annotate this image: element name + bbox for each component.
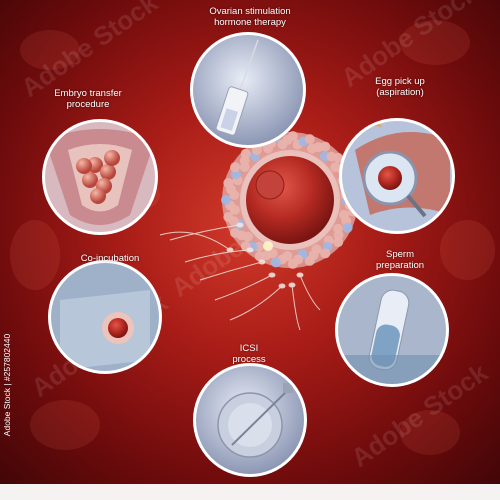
label-co-incubation: Co-incubation bbox=[70, 253, 150, 264]
label-line: Egg pick up bbox=[375, 76, 425, 87]
bg-cell bbox=[440, 220, 495, 280]
label-line: hormone therapy bbox=[214, 17, 286, 28]
corona-cell bbox=[320, 141, 331, 152]
corona-cell bbox=[287, 258, 298, 269]
central-egg bbox=[221, 131, 358, 269]
uterus-icon bbox=[45, 129, 155, 225]
corona-cell bbox=[230, 227, 241, 238]
sperm-head bbox=[296, 272, 304, 278]
sperm-tail bbox=[229, 285, 283, 321]
label-line: ICSI bbox=[239, 343, 259, 354]
corona-cell bbox=[304, 255, 315, 266]
label-embryo-transfer: Embryo transfer procedure bbox=[33, 88, 143, 110]
sperm-tail bbox=[291, 284, 301, 331]
test-tube-icon bbox=[345, 289, 440, 384]
sperm-tail bbox=[214, 274, 273, 301]
label-egg-pickup: Egg pick up (aspiration) bbox=[355, 76, 445, 98]
icsi-needle-icon bbox=[217, 383, 293, 458]
sperm-tail bbox=[184, 249, 251, 263]
corona-cell bbox=[230, 162, 241, 173]
label-sperm-preparation: Sperm preparation bbox=[360, 249, 440, 271]
sperm-head bbox=[236, 222, 244, 228]
embryo-cell bbox=[76, 158, 92, 174]
label-line: Co-incubation bbox=[80, 253, 140, 264]
sperm-tail bbox=[199, 261, 263, 281]
sperm-tail bbox=[159, 231, 231, 251]
bg-cell bbox=[30, 400, 100, 450]
label-ovarian-stimulation: Ovarian stimulation hormone therapy bbox=[190, 6, 310, 28]
sperm-head bbox=[268, 272, 276, 278]
label-line: (aspiration) bbox=[376, 87, 424, 98]
bottom-bar bbox=[0, 484, 500, 500]
bg-cell bbox=[10, 220, 60, 290]
sperm-group bbox=[159, 222, 321, 331]
corona-cell bbox=[223, 212, 234, 223]
corona-cell bbox=[287, 131, 298, 142]
corona-cell bbox=[342, 222, 353, 233]
corona-cell bbox=[240, 148, 251, 159]
label-line: Embryo transfer bbox=[54, 88, 122, 99]
embryo-cell bbox=[82, 172, 98, 188]
sperm-head bbox=[226, 247, 234, 253]
sperm-tail bbox=[299, 274, 321, 311]
stock-id-text: Adobe Stock | #257802440 bbox=[2, 333, 12, 437]
corona-cell bbox=[270, 257, 281, 268]
label-line: Sperm bbox=[386, 249, 414, 260]
corona-cell bbox=[304, 134, 315, 145]
egg-nucleus bbox=[255, 170, 285, 200]
bg-cell bbox=[20, 30, 80, 70]
label-line: procedure bbox=[66, 99, 110, 110]
sperm-head bbox=[278, 283, 286, 289]
embryo-cell bbox=[104, 150, 120, 166]
sperm-tail bbox=[169, 224, 241, 241]
corona-cell bbox=[320, 248, 331, 259]
step-circle-co-incubation bbox=[48, 260, 162, 374]
corona-cell bbox=[333, 152, 344, 163]
sperm-head bbox=[258, 259, 266, 265]
step-circle-embryo-transfer bbox=[42, 119, 158, 235]
syringe-icon bbox=[215, 39, 259, 136]
fertilization-spark bbox=[263, 241, 273, 251]
corona-cell bbox=[221, 195, 231, 205]
step-circle-icsi bbox=[193, 363, 307, 477]
step-circle-egg-pickup bbox=[339, 118, 455, 234]
stock-id-vertical: Adobe Stock | #257802440 bbox=[2, 290, 12, 480]
bg-cell bbox=[400, 410, 460, 455]
embryo-cell bbox=[90, 188, 106, 204]
bg-cell bbox=[400, 20, 470, 65]
corona-cell bbox=[254, 251, 265, 262]
step-circle-sperm-preparation bbox=[335, 273, 449, 387]
label-line: Ovarian stimulation bbox=[209, 6, 291, 17]
sperm-head bbox=[246, 247, 254, 253]
corona-cell bbox=[333, 237, 344, 248]
corona-cell bbox=[223, 177, 234, 188]
egg-cytoplasm bbox=[246, 156, 334, 244]
label-icsi: ICSI process bbox=[224, 343, 274, 365]
ovary-magnifier-icon bbox=[355, 121, 450, 218]
dish-icon bbox=[60, 290, 150, 370]
sperm-head bbox=[288, 282, 296, 288]
label-line: preparation bbox=[375, 260, 425, 271]
step-circle-ovarian-stimulation bbox=[190, 32, 306, 148]
embryo-cell bbox=[100, 164, 116, 180]
label-line: process bbox=[232, 354, 266, 365]
